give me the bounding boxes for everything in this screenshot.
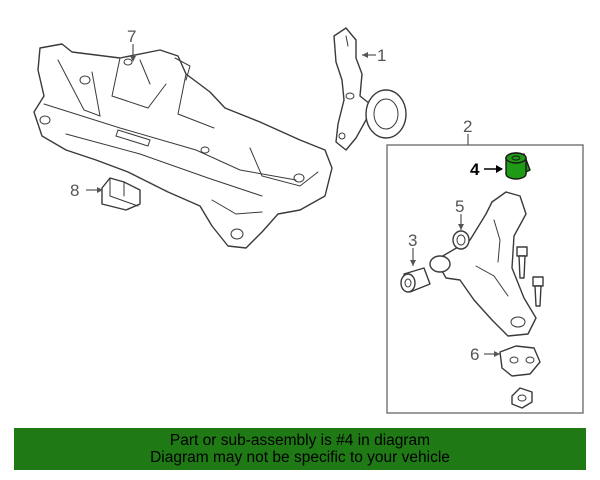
ball-joint-drawing — [499, 345, 541, 409]
callout-1: 1 — [377, 46, 386, 65]
bracket-drawing — [101, 177, 141, 211]
banner-line-1: Part or sub-assembly is #4 in diagram — [169, 432, 431, 449]
arrow-4 — [496, 165, 503, 173]
arrow-6 — [494, 351, 500, 357]
parts-diagram: 1 2 3 4 5 6 7 8 — [33, 27, 584, 414]
small-bushing-drawing — [452, 230, 470, 250]
control-arm-group-box — [386, 144, 584, 414]
bushing-drawing — [400, 267, 431, 293]
part-notice-banner: Part or sub-assembly is #4 in diagram Di… — [14, 428, 586, 470]
callout-2: 2 — [463, 117, 472, 136]
knuckle-drawing — [333, 27, 407, 151]
callout-6: 6 — [470, 345, 479, 364]
arrow-3 — [410, 260, 416, 266]
subframe-drawing — [33, 43, 333, 249]
banner-line-2: Diagram may not be specific to your vehi… — [150, 449, 450, 466]
highlighted-part-4 — [505, 152, 531, 180]
callout-7: 7 — [127, 27, 136, 46]
arrow-8 — [97, 187, 103, 193]
callout-5: 5 — [455, 197, 464, 216]
bolts-drawing — [516, 246, 544, 307]
callout-4: 4 — [470, 160, 480, 179]
arrow-7 — [130, 56, 136, 62]
arrow-5 — [458, 224, 464, 230]
arrow-1 — [362, 52, 368, 58]
callout-8: 8 — [70, 181, 79, 200]
callout-3: 3 — [408, 231, 417, 250]
control-arm-drawing — [429, 191, 537, 337]
